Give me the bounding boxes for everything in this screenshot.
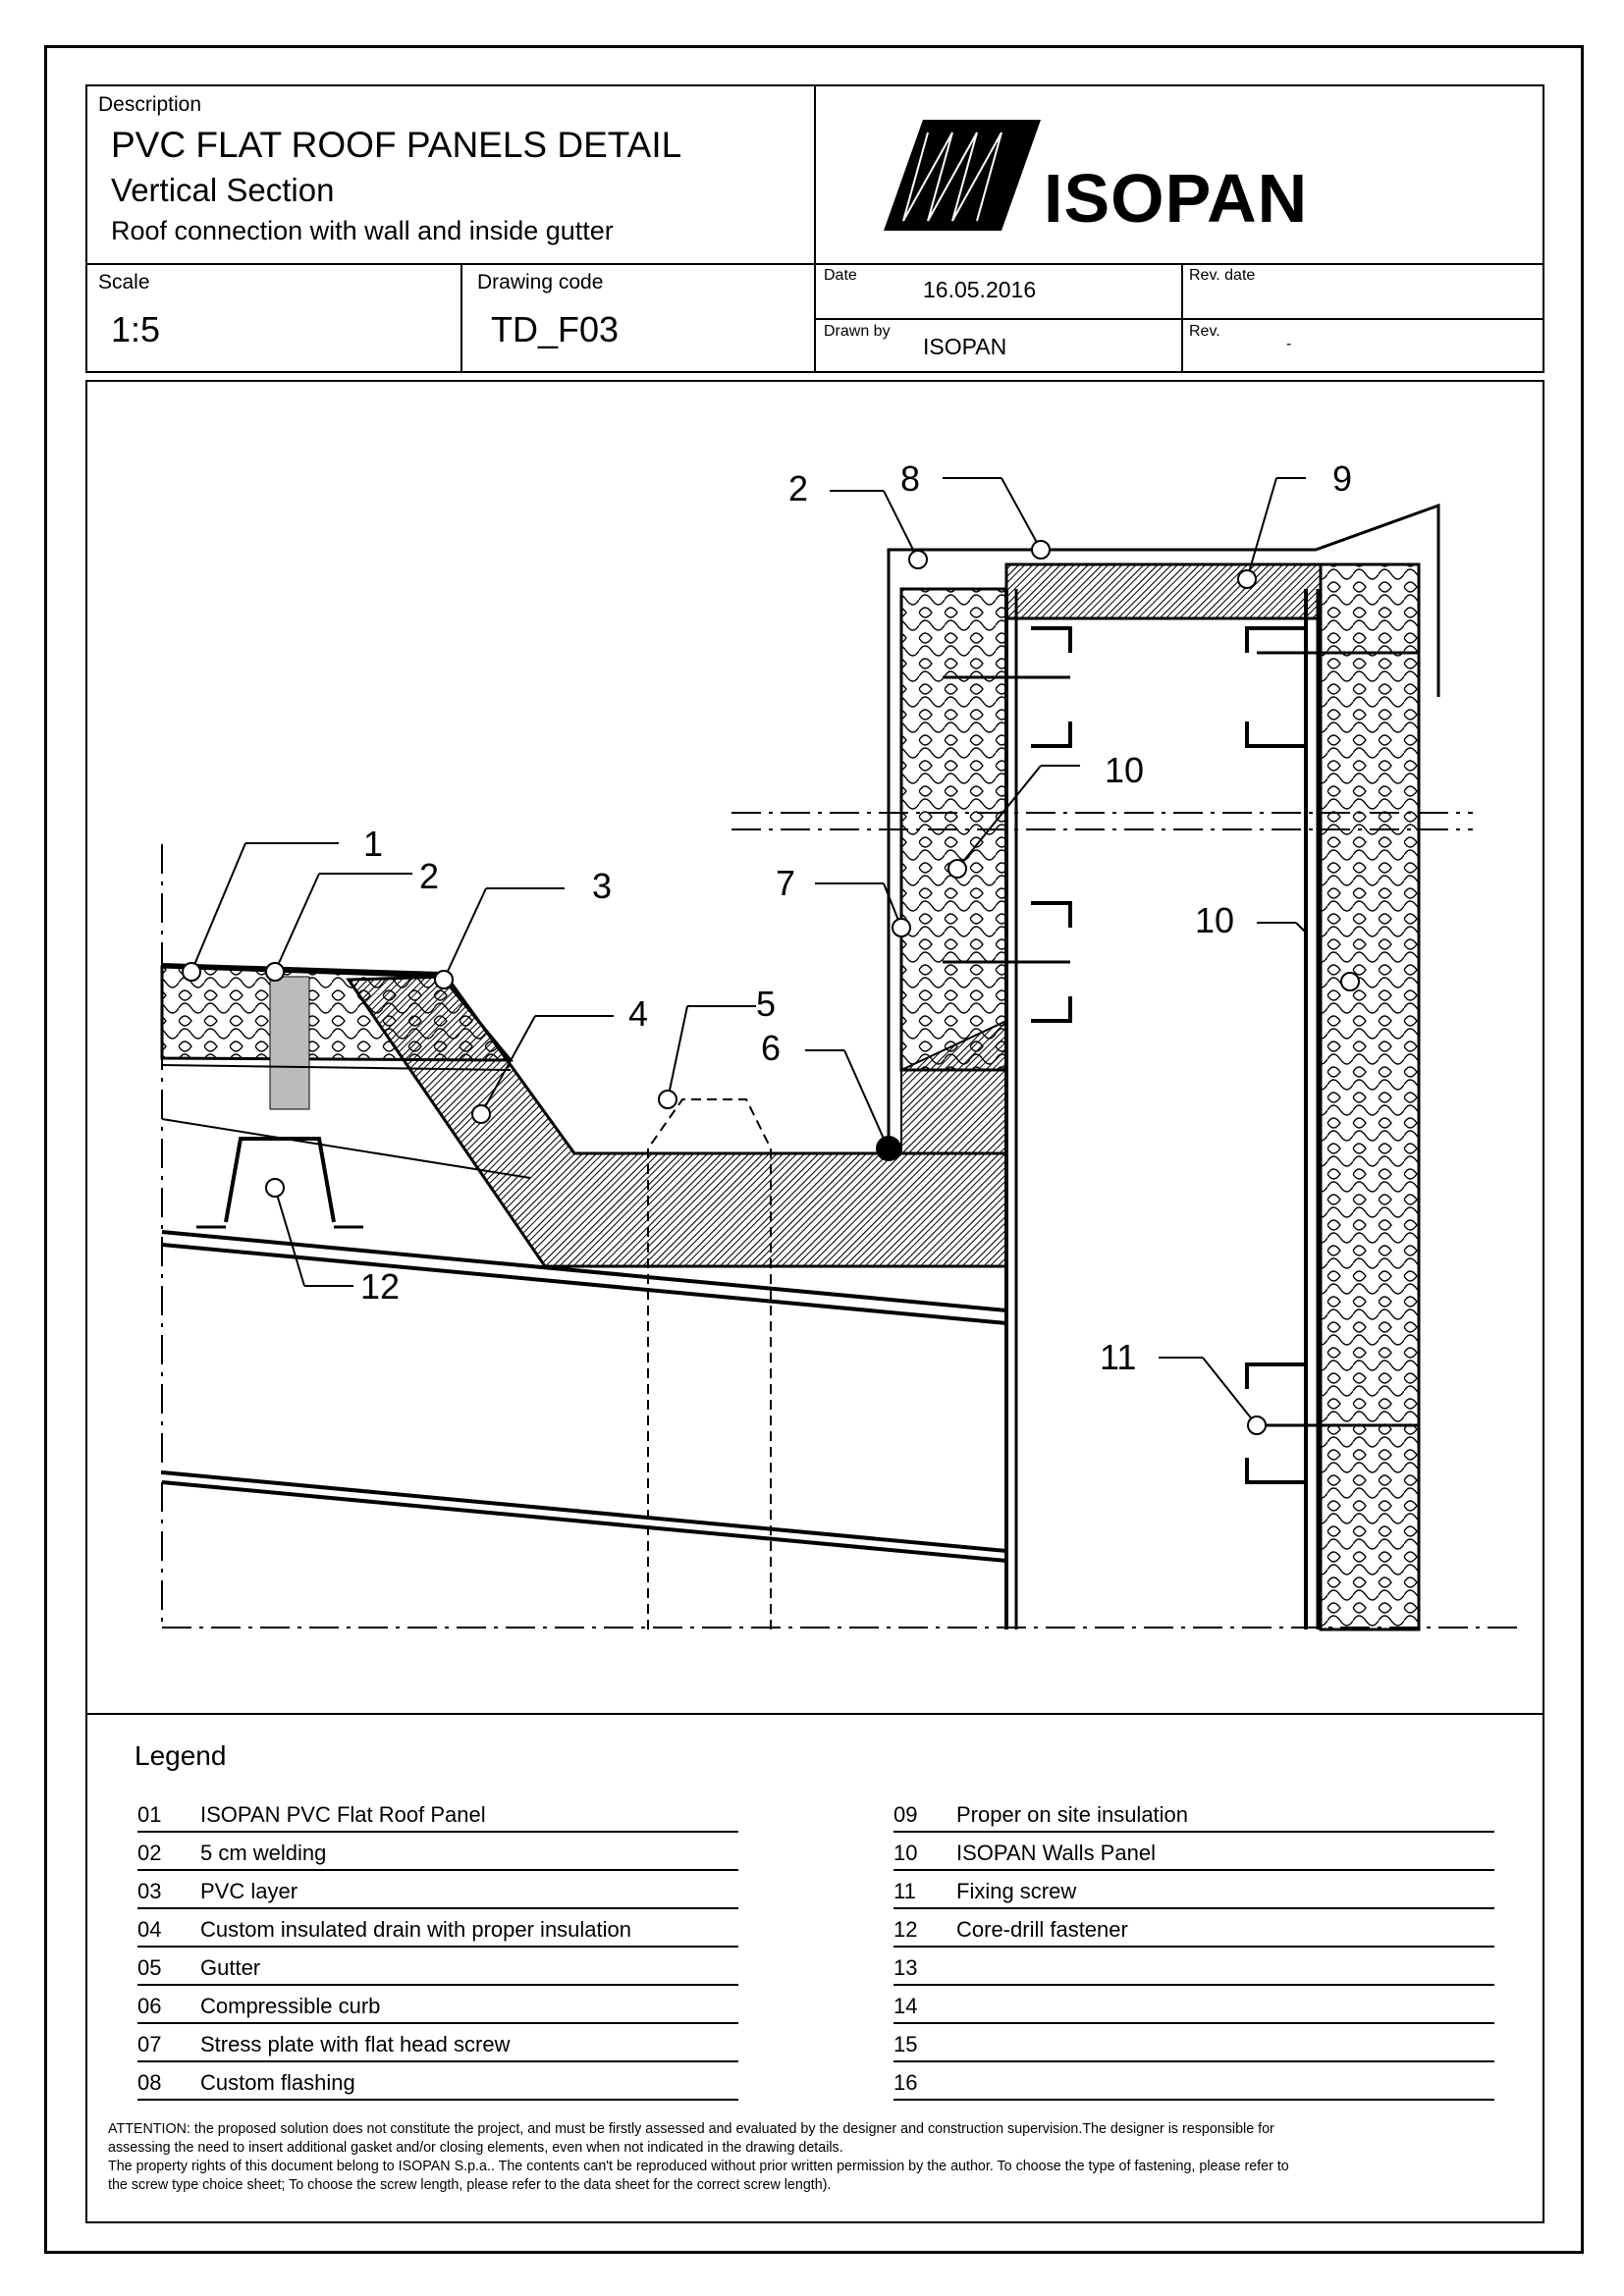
- callout-9: 9: [1332, 458, 1352, 499]
- legend-num: 08: [137, 2070, 162, 2095]
- description-label: Description: [98, 93, 202, 116]
- drawing-code-value: TD_F03: [491, 309, 620, 349]
- attention-line: assessing the need to insert additional …: [108, 2140, 843, 2156]
- scale-value: 1:5: [111, 309, 161, 349]
- legend-num: 12: [893, 1917, 918, 1942]
- legend-num: 06: [137, 1994, 162, 2018]
- legend-item: 11 Fixing screw: [893, 1876, 1494, 1909]
- legend-text: PVC layer: [200, 1879, 298, 1903]
- attention-line: the screw type choice sheet; To choose t…: [108, 2177, 832, 2193]
- scale-divider: [460, 263, 462, 373]
- attention-line: ATTENTION: the proposed solution does no…: [108, 2121, 1274, 2137]
- legend-item: 13: [893, 1952, 1494, 1986]
- section-drawing: 1 2 3 4 5 6 7 8 9 10 10 11 12 2: [160, 458, 1522, 1631]
- legend-item: 03 PVC layer: [137, 1876, 738, 1909]
- legend-num: 07: [137, 2032, 162, 2056]
- legend-num: 16: [893, 2070, 918, 2095]
- legend-text: Gutter: [200, 1955, 261, 1980]
- callout-5: 5: [756, 984, 776, 1024]
- page-frame: [44, 45, 1584, 2254]
- legend-text: ISOPAN Walls Panel: [956, 1841, 1156, 1865]
- legend-num: 14: [893, 1994, 918, 2018]
- drawing-code-label: Drawing code: [477, 271, 604, 294]
- drawn-by-label: Drawn by: [824, 323, 891, 340]
- callout-3: 3: [592, 866, 612, 906]
- legend-num: 05: [137, 1955, 162, 1980]
- drawing-title: PVC FLAT ROOF PANELS DETAIL: [111, 125, 682, 165]
- legend-item: 05 Gutter: [137, 1952, 738, 1986]
- legend-num: 15: [893, 2032, 918, 2056]
- rev-date-label: Rev. date: [1189, 267, 1256, 284]
- callout-4: 4: [628, 993, 648, 1034]
- legend-num: 02: [137, 1841, 162, 1865]
- legend-item: 10 ISOPAN Walls Panel: [893, 1838, 1494, 1871]
- legend-num: 04: [137, 1917, 162, 1942]
- legend-num: 10: [893, 1841, 918, 1865]
- legend-item: 07 Stress plate with flat head screw: [137, 2029, 738, 2062]
- legend-text: Custom flashing: [200, 2070, 355, 2095]
- legend-num: 03: [137, 1879, 162, 1903]
- legend-num: 11: [893, 1879, 916, 1903]
- legend-item: 15: [893, 2029, 1494, 2062]
- callout-6: 6: [761, 1028, 781, 1068]
- legend-num: 09: [893, 1802, 918, 1827]
- title-hline: [85, 263, 1544, 265]
- legend-num: 01: [137, 1802, 162, 1827]
- date-label: Date: [824, 267, 857, 284]
- legend-text: Proper on site insulation: [956, 1802, 1189, 1827]
- title-divider: [814, 84, 816, 373]
- legend-item: 02 5 cm welding: [137, 1838, 738, 1871]
- legend-item: 08 Custom flashing: [137, 2067, 738, 2101]
- legend-item: 14: [893, 1991, 1494, 2024]
- legend-text: Compressible curb: [200, 1994, 381, 2018]
- legend-item: 01 ISOPAN PVC Flat Roof Panel: [137, 1799, 738, 1833]
- drawing-area: [85, 380, 1544, 1715]
- attention-line: The property rights of this document bel…: [108, 2159, 1289, 2174]
- legend-num: 13: [893, 1955, 918, 1980]
- date-hline: [814, 318, 1544, 320]
- legend-text: Core-drill fastener: [956, 1917, 1128, 1942]
- rev-label: Rev.: [1189, 323, 1220, 340]
- callout-11: 11: [1100, 1337, 1136, 1377]
- scale-label: Scale: [98, 271, 150, 294]
- legend-text: Custom insulated drain with proper insul…: [200, 1917, 632, 1942]
- callout-2-right: 2: [788, 468, 808, 508]
- legend-text: Stress plate with flat head screw: [200, 2032, 511, 2056]
- legend-title: Legend: [135, 1740, 227, 1771]
- callout-8: 8: [900, 458, 920, 499]
- legend-item: 06 Compressible curb: [137, 1991, 738, 2024]
- attention-note: ATTENTION: the proposed solution does no…: [108, 2120, 1522, 2195]
- callout-7: 7: [776, 863, 795, 903]
- legend-item: 09 Proper on site insulation: [893, 1799, 1494, 1833]
- legend-box: [85, 1715, 1544, 2223]
- isopan-logo: [884, 120, 1041, 231]
- legend-item: 16: [893, 2067, 1494, 2101]
- callout-1: 1: [363, 824, 383, 864]
- callout-10-outer: 10: [1195, 900, 1234, 940]
- legend-item: 12 Core-drill fastener: [893, 1914, 1494, 1948]
- callout-12: 12: [360, 1266, 400, 1307]
- drawn-by-value: ISOPAN: [923, 334, 1007, 359]
- callout-2-left: 2: [419, 856, 439, 896]
- rev-value: -: [1286, 336, 1292, 352]
- logo-text: ISOPAN: [1044, 160, 1309, 237]
- date-value: 16.05.2016: [923, 277, 1037, 302]
- drawing-subtitle-2: Roof connection with wall and inside gut…: [111, 216, 614, 245]
- legend-text: ISOPAN PVC Flat Roof Panel: [200, 1802, 486, 1827]
- legend-item: 04 Custom insulated drain with proper ins…: [137, 1914, 738, 1948]
- callout-10-inner: 10: [1105, 750, 1144, 790]
- legend-text: Fixing screw: [956, 1879, 1077, 1903]
- legend-text: 5 cm welding: [200, 1841, 327, 1865]
- drawing-subtitle: Vertical Section: [111, 172, 335, 208]
